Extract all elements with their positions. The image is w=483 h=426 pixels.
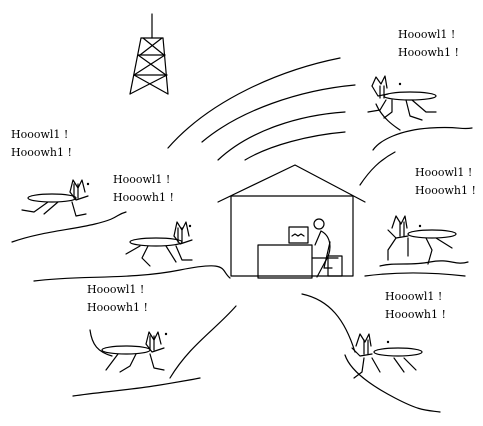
howl-line-2: Hooowh1 ! xyxy=(11,146,72,159)
computer-monitor-icon xyxy=(288,226,309,244)
speech-bubble: Hooowl1 ! Hooowh1 ! xyxy=(11,126,72,162)
howl-line-1: Hooowl1 ! xyxy=(415,166,473,179)
cat-icon xyxy=(351,333,423,379)
cat-icon xyxy=(387,215,457,265)
howl-line-2: Hooowh1 ! xyxy=(87,301,148,314)
speech-bubble: Hooowl1 ! Hooowh1 ! xyxy=(87,281,148,317)
howl-line-2: Hooowh1 ! xyxy=(113,191,174,204)
cat-icon xyxy=(125,221,193,267)
howl-line-2: Hooowh1 ! xyxy=(385,308,446,321)
howl-line-1: Hooowl1 ! xyxy=(398,28,456,41)
speech-bubble: Hooowl1 ! Hooowh1 ! xyxy=(398,26,459,62)
howl-line-2: Hooowh1 ! xyxy=(398,46,459,59)
howl-line-1: Hooowl1 ! xyxy=(113,173,171,186)
howl-line-1: Hooowl1 ! xyxy=(87,283,145,296)
radio-tower-icon xyxy=(129,13,169,95)
cat-icon xyxy=(21,179,90,217)
speech-bubble: Hooowl1 ! Hooowh1 ! xyxy=(385,288,446,324)
radio-wave-icon xyxy=(167,57,356,161)
howl-line-1: Hooowl1 ! xyxy=(11,128,69,141)
howl-line-2: Hooowh1 ! xyxy=(415,184,476,197)
howl-line-1: Hooowl1 ! xyxy=(385,290,443,303)
cat-icon xyxy=(101,331,168,373)
cat-icon xyxy=(367,75,437,121)
speech-bubble: Hooowl1 ! Hooowh1 ! xyxy=(113,171,174,207)
speech-bubble: Hooowl1 ! Hooowh1 ! xyxy=(415,164,476,200)
ground-lines xyxy=(11,103,473,413)
house-icon xyxy=(217,164,366,279)
